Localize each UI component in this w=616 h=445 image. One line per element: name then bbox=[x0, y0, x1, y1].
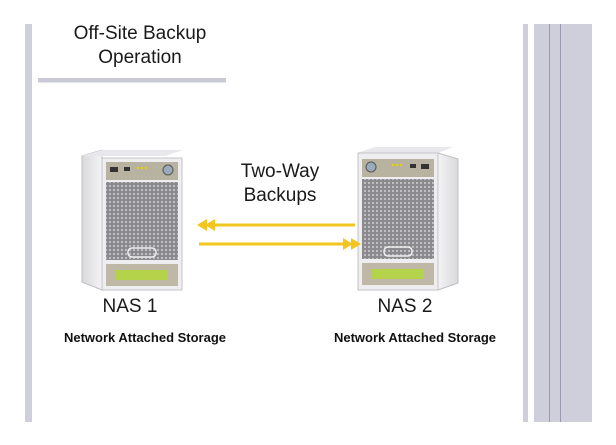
nas2-name: NAS 2 bbox=[377, 296, 433, 317]
slide-title-line2: Operation bbox=[98, 47, 182, 68]
nas2-description: Network Attached Storage bbox=[333, 330, 497, 345]
backup-label-line1: Two-Way bbox=[240, 161, 320, 182]
arrow-left bbox=[197, 219, 355, 231]
nas-device-icon bbox=[81, 149, 183, 291]
title-underline bbox=[38, 78, 226, 82]
left-decorative-bar bbox=[25, 24, 32, 422]
backup-direction-label: Two-Way Backups bbox=[215, 160, 345, 208]
right-decorative-line bbox=[549, 24, 550, 422]
slide-title: Off-Site Backup Operation bbox=[40, 22, 240, 70]
nas-device-icon bbox=[357, 147, 459, 291]
right-decorative-line bbox=[560, 24, 561, 422]
nas1-name: NAS 1 bbox=[102, 296, 158, 317]
nas1-description: Network Attached Storage bbox=[63, 330, 227, 345]
slide-title-line1: Off-Site Backup bbox=[73, 23, 207, 44]
right-decorative-bar-thin bbox=[523, 24, 528, 422]
two-way-arrows bbox=[197, 219, 361, 250]
right-decorative-block bbox=[534, 24, 592, 422]
backup-label-line2: Backups bbox=[243, 185, 317, 206]
arrow-right bbox=[199, 238, 361, 250]
